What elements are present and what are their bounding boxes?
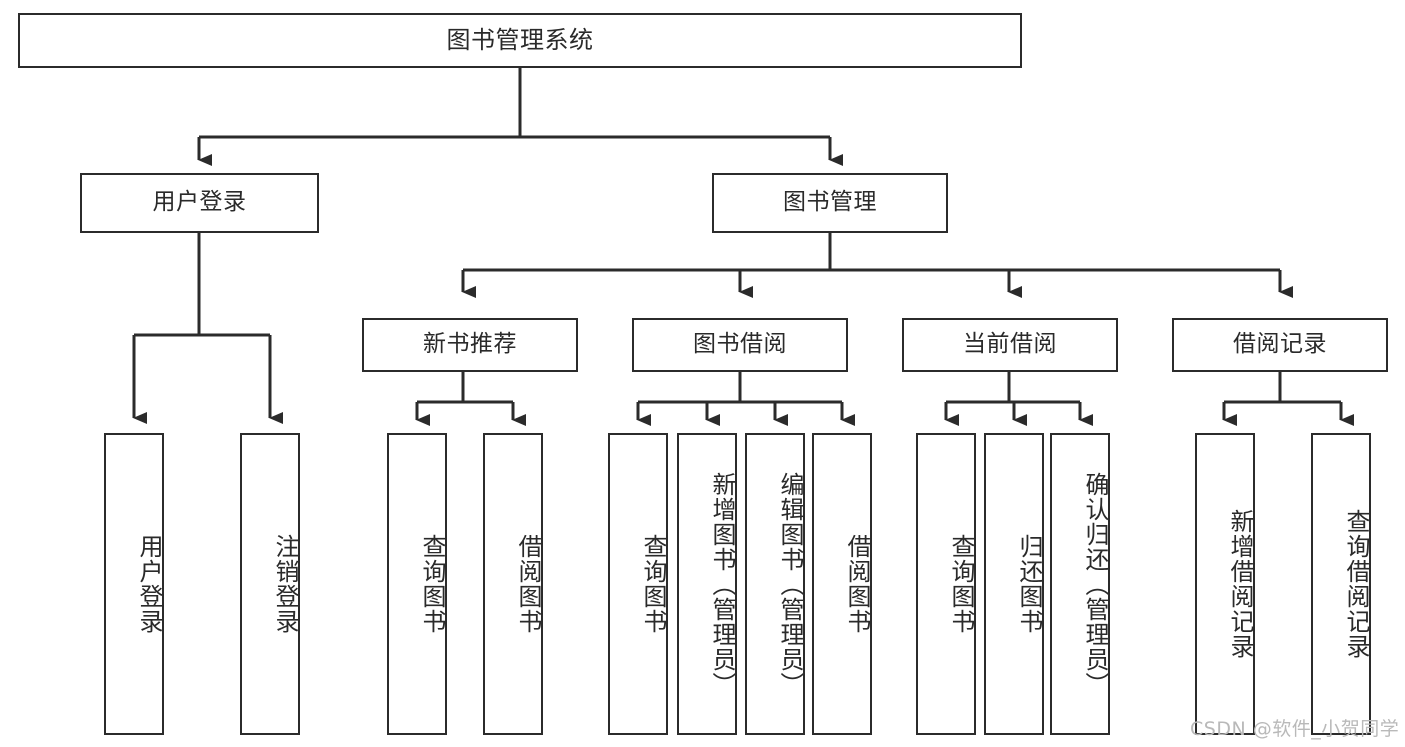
leaf-return-book[interactable]: 归还图书 bbox=[984, 433, 1044, 735]
leaf-query-book-2-label: 查询图书 bbox=[639, 534, 667, 634]
leaf-borrow-book-1[interactable]: 借阅图书 bbox=[483, 433, 543, 735]
leaf-add-book-label: 新增图书（管理员） bbox=[708, 471, 736, 697]
node-user-login[interactable]: 用户登录 bbox=[80, 173, 319, 233]
watermark-text: CSDN @软件_小贺同学 bbox=[1190, 718, 1400, 740]
leaf-add-borrow-record[interactable]: 新增借阅记录 bbox=[1195, 433, 1255, 735]
node-new-book-recommend[interactable]: 新书推荐 bbox=[362, 318, 578, 372]
node-current-borrow[interactable]: 当前借阅 bbox=[902, 318, 1118, 372]
node-borrow-record[interactable]: 借阅记录 bbox=[1172, 318, 1388, 372]
node-book-management[interactable]: 图书管理 bbox=[712, 173, 948, 233]
leaf-query-book-3[interactable]: 查询图书 bbox=[916, 433, 976, 735]
leaf-query-book-3-label: 查询图书 bbox=[947, 534, 975, 634]
node-new-book-recommend-label: 新书推荐 bbox=[423, 331, 517, 358]
leaf-return-book-label: 归还图书 bbox=[1015, 534, 1043, 634]
leaf-query-book-1-label: 查询图书 bbox=[418, 534, 446, 634]
leaf-borrow-book-2-label: 借阅图书 bbox=[843, 534, 871, 634]
node-root[interactable]: 图书管理系统 bbox=[18, 13, 1022, 68]
watermark: CSDN @软件_小贺同学 bbox=[1190, 714, 1399, 741]
node-borrow-record-label: 借阅记录 bbox=[1233, 331, 1327, 358]
leaf-query-book-1[interactable]: 查询图书 bbox=[387, 433, 447, 735]
node-root-label: 图书管理系统 bbox=[446, 26, 594, 55]
leaf-user-login[interactable]: 用户登录 bbox=[104, 433, 164, 735]
leaf-user-login-label: 用户登录 bbox=[135, 534, 163, 634]
node-book-borrow[interactable]: 图书借阅 bbox=[632, 318, 848, 372]
leaf-borrow-book-1-label: 借阅图书 bbox=[514, 534, 542, 634]
leaf-add-book[interactable]: 新增图书（管理员） bbox=[677, 433, 737, 735]
node-book-management-label: 图书管理 bbox=[783, 189, 877, 216]
leaf-query-borrow-record-label: 查询借阅记录 bbox=[1342, 509, 1370, 659]
node-book-borrow-label: 图书借阅 bbox=[693, 331, 787, 358]
leaf-confirm-return-label: 确认归还（管理员） bbox=[1081, 471, 1109, 697]
leaf-logout-login-label: 注销登录 bbox=[271, 534, 299, 634]
leaf-query-book-2[interactable]: 查询图书 bbox=[608, 433, 668, 735]
leaf-edit-book[interactable]: 编辑图书（管理员） bbox=[745, 433, 805, 735]
leaf-add-borrow-record-label: 新增借阅记录 bbox=[1226, 509, 1254, 659]
node-current-borrow-label: 当前借阅 bbox=[963, 331, 1057, 358]
leaf-query-borrow-record[interactable]: 查询借阅记录 bbox=[1311, 433, 1371, 735]
leaf-borrow-book-2[interactable]: 借阅图书 bbox=[812, 433, 872, 735]
leaf-logout-login[interactable]: 注销登录 bbox=[240, 433, 300, 735]
leaf-confirm-return[interactable]: 确认归还（管理员） bbox=[1050, 433, 1110, 735]
node-user-login-label: 用户登录 bbox=[152, 189, 247, 216]
leaf-edit-book-label: 编辑图书（管理员） bbox=[776, 471, 804, 697]
